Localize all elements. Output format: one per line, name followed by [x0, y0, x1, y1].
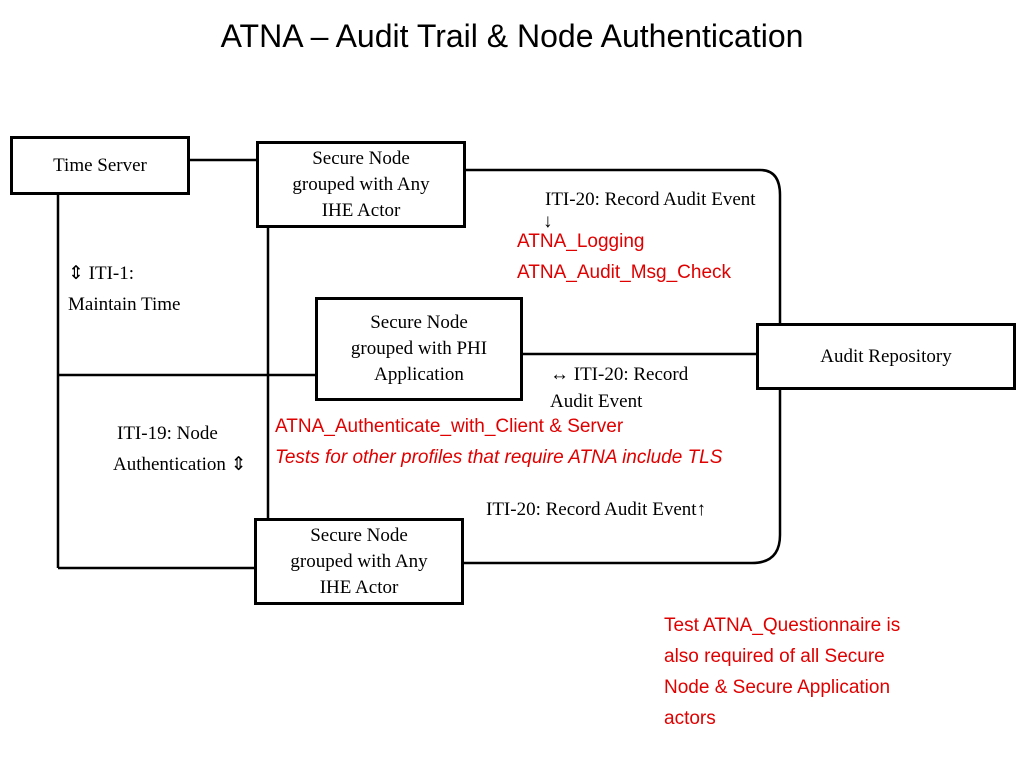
iti20-mid-label: ↔ ITI-20: Record Audit Event: [550, 361, 688, 415]
secure-node-top: Secure Node grouped with Any IHE Actor: [256, 141, 466, 228]
time-server-node: Time Server: [10, 136, 190, 195]
annotation-tls-note: Tests for other profiles that require AT…: [275, 447, 723, 468]
iti20-mid-line2: Audit Event: [550, 391, 643, 412]
iti1-arrow-icon: ⇕: [68, 263, 84, 284]
annotation-logging: ATNA_Logging: [517, 231, 645, 252]
iti20-bottom-text: ITI-20: Record Audit Event: [486, 499, 697, 520]
iti20-bottom-arrow-icon: ↑: [696, 499, 707, 520]
iti20-bottom-label: ITI-20: Record Audit Event↑: [486, 494, 706, 525]
questionnaire-line2: also required of all Secure: [664, 646, 885, 667]
iti19-arrow-icon: ⇕: [230, 454, 247, 475]
iti19-line2: Authentication: [113, 454, 226, 475]
iti20-top-label: ITI-20: Record Audit Event: [545, 189, 756, 210]
iti19-line1: ITI-19: Node: [117, 423, 218, 444]
annotation-questionnaire: Test ATNA_Questionnaire is also required…: [664, 610, 900, 734]
secure-node-phi: Secure Node grouped with PHI Application: [315, 297, 523, 401]
annotation-authenticate: ATNA_Authenticate_with_Client & Server: [275, 416, 624, 437]
questionnaire-line1: Test ATNA_Questionnaire is: [664, 615, 901, 636]
iti1-line1: ITI-1:: [88, 263, 135, 284]
iti20-top-arrow: ↓: [543, 211, 553, 232]
iti1-label: ⇕ ITI-1: Maintain Time: [68, 258, 180, 320]
line-top-node-to-repo: [465, 168, 782, 325]
questionnaire-line3: Node & Secure Application: [664, 677, 891, 698]
iti19-label: ITI-19: Node Authentication ⇕: [113, 418, 247, 480]
secure-node-bottom: Secure Node grouped with Any IHE Actor: [254, 518, 464, 605]
page-title: ATNA – Audit Trail & Node Authentication: [220, 18, 804, 54]
iti20-mid-line1: ↔ ITI-20: Record: [550, 364, 689, 385]
annotation-audit-msg-check: ATNA_Audit_Msg_Check: [517, 262, 732, 283]
line-bottom-node-to-repo: [463, 388, 782, 565]
iti1-line2: Maintain Time: [68, 294, 181, 315]
questionnaire-line4: actors: [664, 708, 716, 729]
audit-repository-node: Audit Repository: [756, 323, 1016, 390]
